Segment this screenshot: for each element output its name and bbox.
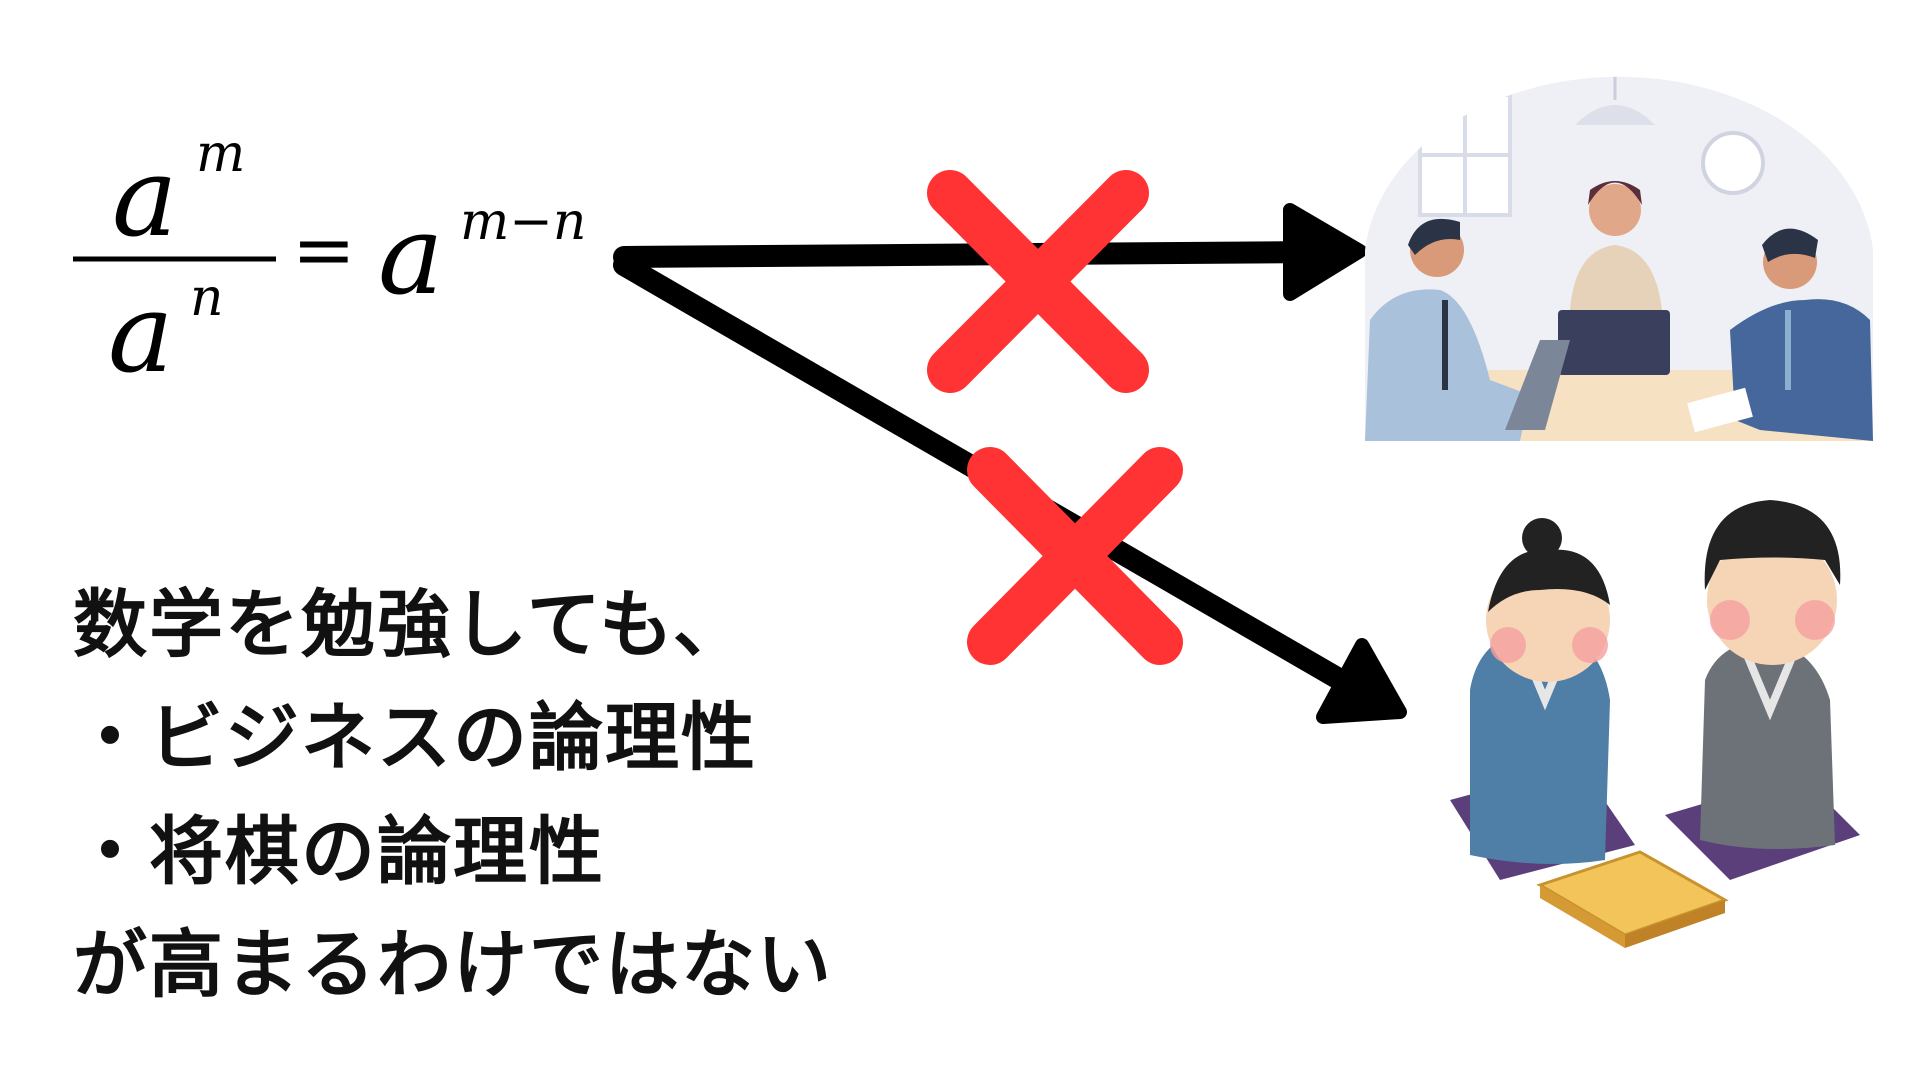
denominator-exponent: n: [190, 268, 224, 328]
numerator-exponent: m: [196, 124, 246, 184]
statement-line-1: 数学を勉強しても、: [73, 582, 749, 668]
denominator-base: a: [108, 269, 174, 397]
statement-line-4: が高まるわけではない: [73, 922, 833, 1008]
arrow-to-business: [613, 203, 1367, 301]
equals-sign: =: [292, 205, 356, 294]
cross-mark-icon: [967, 447, 1183, 665]
shogi-players-illustration: [1450, 500, 1860, 948]
result-base: a: [378, 191, 444, 319]
statement-line-3: ・将棋の論理性: [73, 809, 605, 895]
cross-mark-icon: [927, 170, 1149, 393]
statement-line-2: ・ビジネスの論理性: [73, 695, 757, 781]
business-meeting-illustration: [1365, 76, 1873, 442]
result-exponent: m−n: [460, 192, 587, 252]
numerator-base: a: [112, 133, 178, 261]
